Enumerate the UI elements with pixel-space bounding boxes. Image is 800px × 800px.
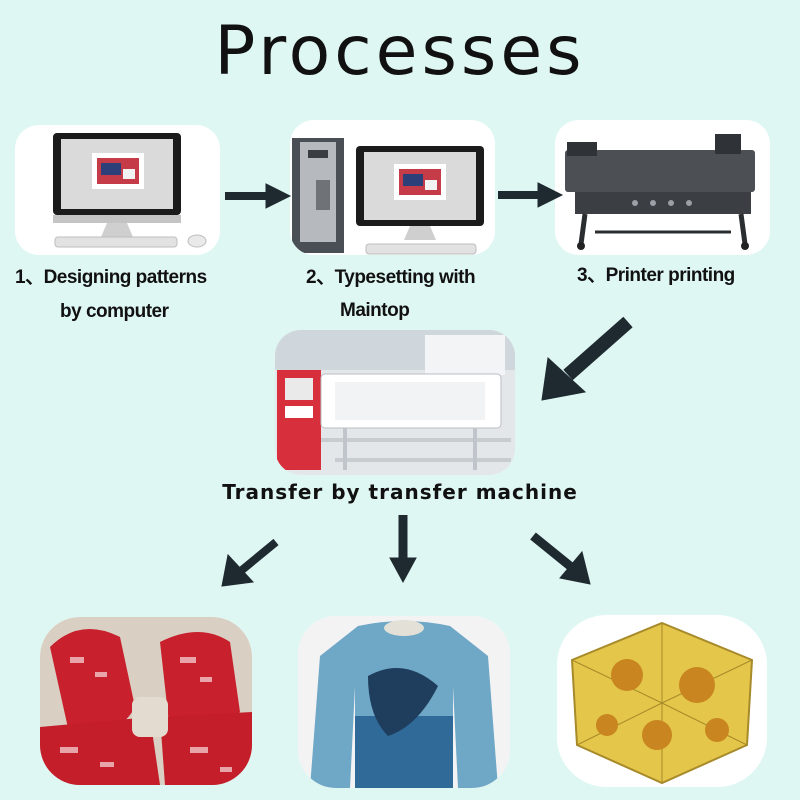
pc-tower-icon bbox=[292, 138, 484, 255]
step-2-label-line2: Maintop bbox=[340, 300, 410, 321]
step-3-card bbox=[555, 120, 770, 255]
computer-icon bbox=[53, 133, 207, 248]
step-3-label: 3、Printer printing bbox=[577, 265, 735, 286]
step-2-label-line1: 2、Typesetting with bbox=[306, 267, 476, 288]
arrow-2-to-3-head bbox=[537, 182, 564, 208]
page-title: Processes bbox=[214, 12, 586, 91]
transfer-machine-card bbox=[275, 330, 515, 475]
arrow-printer-to-transfer-head bbox=[541, 356, 587, 401]
arrow-to-seat-head bbox=[221, 553, 255, 587]
step-1-label-line1: 1、Designing patterns bbox=[15, 267, 207, 288]
arrow-to-sweatshirt-head bbox=[389, 557, 417, 584]
sweatshirt-card bbox=[298, 616, 510, 788]
arrow-to-umbrella bbox=[530, 532, 573, 570]
sweatshirt-icon bbox=[298, 616, 510, 788]
arrow-to-seat bbox=[239, 538, 279, 574]
arrow-to-umbrella-head bbox=[559, 550, 591, 585]
step-2-card bbox=[290, 120, 495, 255]
transfer-label: Transfer by transfer machine bbox=[222, 480, 578, 504]
arrow-printer-to-transfer bbox=[563, 316, 633, 381]
step-1-label-line2: by computer bbox=[60, 301, 169, 322]
step-1-card bbox=[15, 125, 220, 255]
umbrella-card bbox=[557, 615, 767, 787]
car-seat-card bbox=[40, 617, 252, 785]
transfer-machine-icon bbox=[275, 330, 515, 475]
umbrella-icon bbox=[557, 615, 767, 787]
printer-icon bbox=[565, 134, 755, 250]
car-seat-cover-icon bbox=[40, 617, 252, 785]
arrow-1-to-2-head bbox=[265, 183, 292, 209]
